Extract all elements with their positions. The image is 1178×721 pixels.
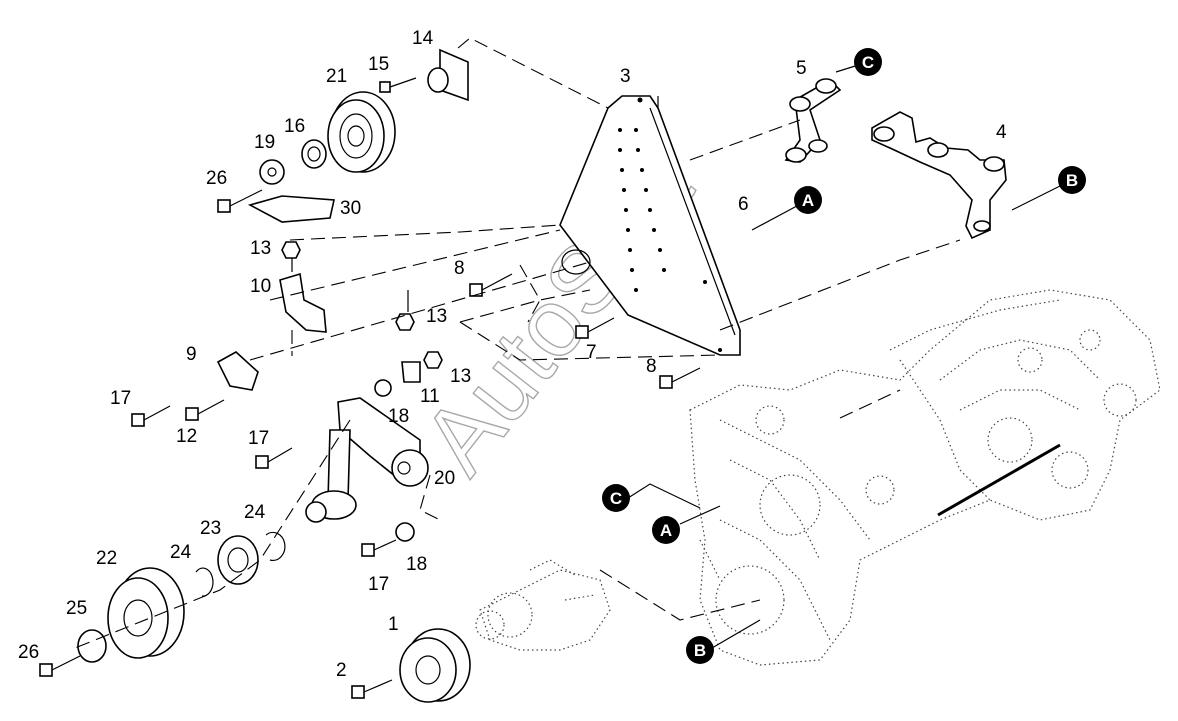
callout-leaders [627,61,1073,649]
label-part-20: 20 [434,468,455,489]
strut-part-5 [784,78,842,163]
label-part-12: 12 [176,426,197,447]
stud-part-11 [401,361,421,383]
pulley-part-21 [327,91,396,173]
nut-13-mid [395,313,415,331]
svg-text:A: A [660,521,672,540]
sleeve-part-30 [247,195,335,223]
bolts [39,77,701,699]
label-part-1: 1 [388,614,399,635]
bolt-17-c [361,539,397,557]
label-part-26-top: 26 [206,168,227,189]
circlip-24-right [265,531,286,562]
label-part-13-right: 13 [450,366,471,387]
label-part-26-bottom: 26 [18,642,39,663]
bolt-17-b [255,447,293,469]
bolt-2 [351,679,393,699]
label-part-30: 30 [340,198,361,219]
svg-text:B: B [1066,171,1078,190]
assembly-lines [69,37,961,651]
label-part-15: 15 [368,54,389,75]
bracket-part-3 [559,95,741,356]
label-part-21: 21 [326,66,347,87]
label-part-9: 9 [186,344,197,365]
label-part-22: 22 [96,548,117,569]
label-part-17-b: 17 [248,428,269,449]
bearing-part-23 [217,535,259,585]
callout-c-top: C [854,48,882,76]
plate-part-9 [216,351,259,391]
label-part-24-right: 24 [244,502,266,523]
label-part-5: 5 [796,58,807,79]
callout-b-bottom: B [686,636,714,664]
label-part-8-right: 8 [646,356,657,377]
bolt-17-a [131,405,171,427]
svg-text:C: C [610,489,622,508]
label-part-24-left: 24 [170,542,192,563]
bracket-part-4 [871,111,1007,240]
svg-text:C: C [862,53,874,72]
label-part-13-top: 13 [250,238,271,259]
label-part-4: 4 [996,122,1007,143]
circlip-24-left [195,567,214,597]
label-part-25: 25 [66,598,87,619]
label-part-8-left: 8 [454,258,465,279]
nut-13-top [281,241,301,272]
label-part-23: 23 [200,518,221,539]
pulley-part-22 [107,567,185,659]
bolt-26-top [217,189,263,213]
bolt-8-left [469,273,513,297]
label-part-16: 16 [284,116,305,137]
bracket-holes [618,97,722,352]
bolt-8-right [659,367,701,389]
nut-13-right [423,351,443,369]
bolt-7 [575,317,615,339]
callout-a-right: A [794,186,822,214]
washer-part-19 [259,159,285,185]
label-part-17-a: 17 [110,388,131,409]
bolt-15 [379,77,417,93]
pulley-part-1 [399,628,471,703]
svg-text:B: B [694,641,706,660]
washer-18-bottom [395,522,415,542]
label-part-10: 10 [250,276,271,297]
part-number-labels: 14 15 21 3 5 4 19 16 26 30 6 13 8 10 13 … [18,28,1007,681]
plate-part-14 [427,48,469,102]
label-part-19: 19 [254,132,275,153]
label-part-14: 14 [412,28,434,49]
callout-c-left: C [602,484,630,512]
label-part-17-c: 17 [368,574,389,595]
svg-text:A: A [802,191,814,210]
bolt-12 [185,399,225,421]
label-part-6: 6 [738,194,749,215]
label-part-13-mid: 13 [426,306,447,327]
washer-18-top [374,379,392,397]
label-part-3: 3 [620,66,631,87]
label-part-11: 11 [420,386,440,407]
label-part-2: 2 [336,660,347,681]
label-part-7: 7 [586,342,597,363]
engine-block-drawing [689,289,1161,666]
callout-b-right: B [1058,166,1086,194]
label-part-18-bottom: 18 [406,554,427,575]
bolt-26-bottom [39,655,81,677]
washer-part-25 [77,629,107,663]
label-part-18-top: 18 [388,406,409,427]
callout-a-left: A [652,516,680,544]
tensioner-part-20 [305,397,429,523]
crankshaft-drawing [475,559,611,651]
bearing-part-16 [301,139,327,169]
bracket-part-10 [279,272,327,333]
